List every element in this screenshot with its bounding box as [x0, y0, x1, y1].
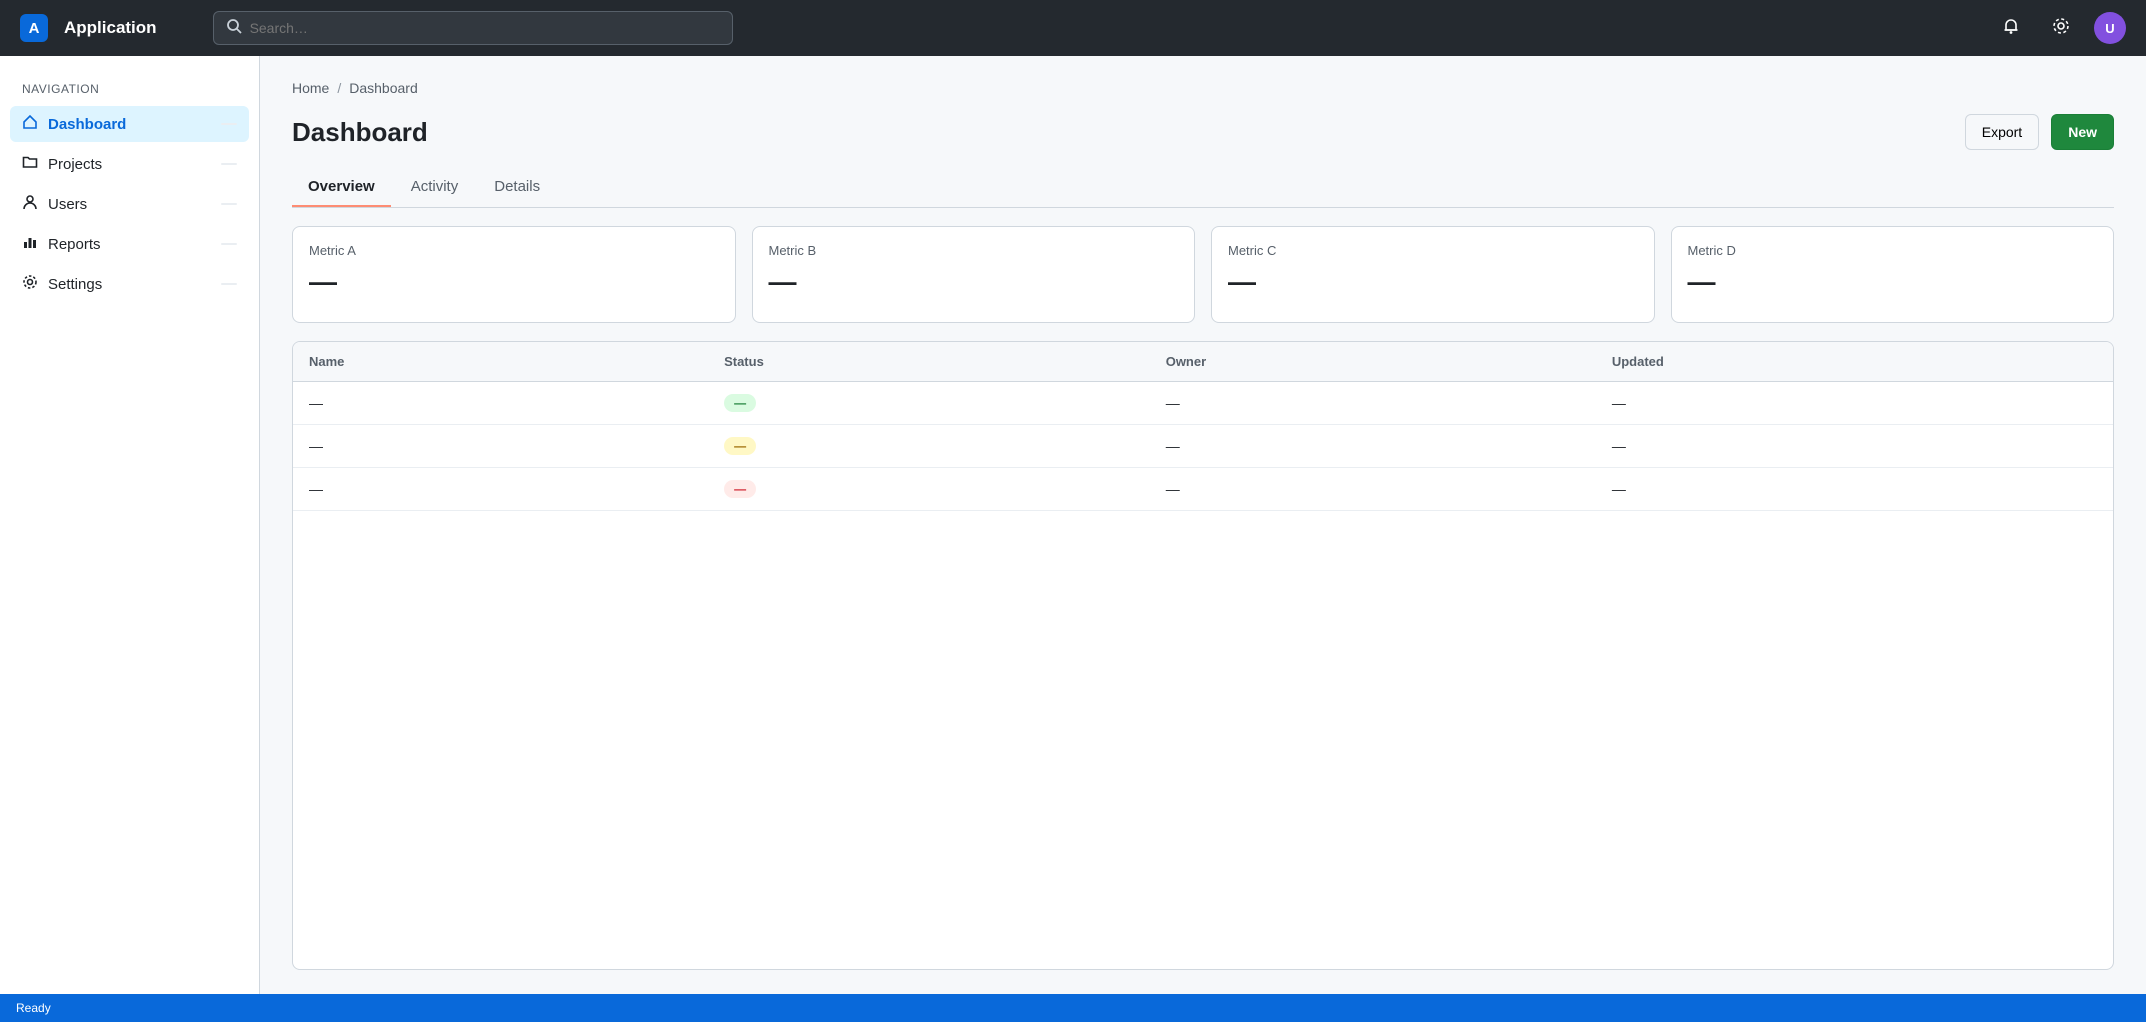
gear-icon — [2052, 17, 2070, 39]
breadcrumb-item: Dashboard — [349, 80, 418, 96]
breadcrumb-separator: / — [337, 80, 342, 96]
column-header[interactable]: Status — [708, 342, 1150, 382]
status-bar: Ready — [0, 994, 2146, 1022]
table-cell: — — [1595, 381, 2113, 425]
status-text: Ready — [16, 1001, 51, 1015]
table-cell: — — [293, 467, 709, 511]
status-badge: — — [724, 480, 757, 498]
title-bar: A Application U — [0, 0, 2146, 56]
gear-icon — [22, 274, 38, 294]
sidebar-item-count — [221, 203, 237, 205]
tab-bar: Overview Activity Details — [292, 168, 2114, 208]
metric-card: Metric D — — [1670, 226, 2114, 323]
column-header[interactable]: Name — [293, 342, 709, 382]
table-row[interactable]: — — — — — [293, 381, 2113, 425]
metric-label: Metric B — [768, 243, 817, 258]
data-table: Name Status Owner Updated — — — — — — [292, 341, 2114, 970]
search-box[interactable] — [212, 11, 733, 45]
metric-label: Metric D — [1687, 243, 1736, 258]
breadcrumb: Home / Dashboard — [292, 80, 2114, 96]
status-badge: — — [724, 394, 757, 412]
breadcrumb-item[interactable]: Home — [292, 80, 330, 96]
table: Name Status Owner Updated — — — — — — [293, 342, 2113, 511]
sidebar-item-1[interactable]: Projects — [10, 146, 249, 182]
sidebar-section-label: Navigation — [22, 82, 100, 96]
table-cell: — — [293, 381, 709, 425]
table-body: — — — — — — — — — — — — — [293, 381, 2113, 511]
sidebar-item-3[interactable]: Reports — [10, 226, 249, 262]
metric-value: — — [309, 266, 337, 297]
sidebar-item-label: Users — [48, 195, 88, 213]
export-button[interactable]: Export — [1964, 114, 2040, 150]
table-cell: — — [1149, 381, 1596, 425]
table-cell: — — [1595, 424, 2113, 468]
folder-icon — [22, 154, 38, 174]
metric-value: — — [1228, 266, 1256, 297]
main-content: Home / Dashboard Dashboard Export New Ov… — [260, 56, 2146, 994]
table-cell: — — [1149, 424, 1596, 468]
table-row[interactable]: — — — — — [293, 467, 2113, 511]
page-header: Dashboard Export New — [292, 114, 2114, 150]
sidebar-item-count — [221, 243, 237, 245]
metric-card: Metric A — — [292, 226, 736, 323]
metric-value: — — [1687, 266, 1716, 297]
metric-cards: Metric A — Metric B — Metric C — Metric … — [292, 226, 2114, 323]
tab-2[interactable]: Details — [494, 178, 541, 195]
sidebar-item-4[interactable]: Settings — [10, 266, 249, 302]
search-icon — [226, 18, 242, 38]
column-header[interactable]: Updated — [1595, 342, 2113, 382]
app-logo: A — [20, 14, 48, 42]
tab-0[interactable]: Overview — [292, 168, 391, 207]
notifications-button[interactable] — [1994, 11, 2028, 45]
table-cell: — — [708, 424, 1150, 468]
sidebar-item-label: Projects — [48, 155, 103, 173]
avatar[interactable]: U — [2094, 12, 2126, 44]
sidebar-item-count — [221, 283, 237, 285]
metric-card: Metric C — — [1211, 226, 1655, 323]
table-cell: — — [293, 424, 709, 468]
page-title: Dashboard — [292, 116, 428, 147]
table-header-row: Name Status Owner Updated — [293, 342, 2113, 382]
metric-label: Metric A — [309, 243, 356, 258]
status-badge: — — [724, 437, 757, 455]
table-row[interactable]: — — — — — [293, 424, 2113, 468]
bell-icon — [2002, 17, 2020, 39]
sidebar-item-label: Dashboard — [48, 115, 127, 133]
table-cell: — — [708, 381, 1150, 425]
tab-1[interactable]: Activity — [410, 178, 459, 195]
sidebar: Navigation Dashboard Projects Users — [0, 56, 260, 994]
table-cell: — — [1149, 467, 1596, 511]
sidebar-item-label: Settings — [48, 275, 103, 293]
sidebar-item-label: Reports — [48, 235, 101, 253]
new-button[interactable]: New — [2051, 114, 2114, 150]
sidebar-item-count — [221, 123, 237, 125]
table-cell: — — [1595, 467, 2113, 511]
metric-label: Metric C — [1228, 243, 1277, 258]
metric-card: Metric B — — [751, 226, 1195, 323]
search-input[interactable] — [249, 20, 720, 36]
app-title: Application — [64, 18, 157, 37]
table-header: Name Status Owner Updated — [293, 342, 2113, 382]
metric-value: — — [768, 266, 797, 297]
settings-button[interactable] — [2044, 11, 2078, 45]
user-icon — [22, 194, 38, 214]
sidebar-item-2[interactable]: Users — [10, 186, 249, 222]
chart-icon — [22, 234, 38, 254]
column-header[interactable]: Owner — [1149, 342, 1596, 382]
home-icon — [22, 114, 38, 134]
table-cell: — — [708, 467, 1150, 511]
sidebar-item-count — [221, 163, 237, 165]
sidebar-item-0[interactable]: Dashboard — [10, 106, 249, 142]
